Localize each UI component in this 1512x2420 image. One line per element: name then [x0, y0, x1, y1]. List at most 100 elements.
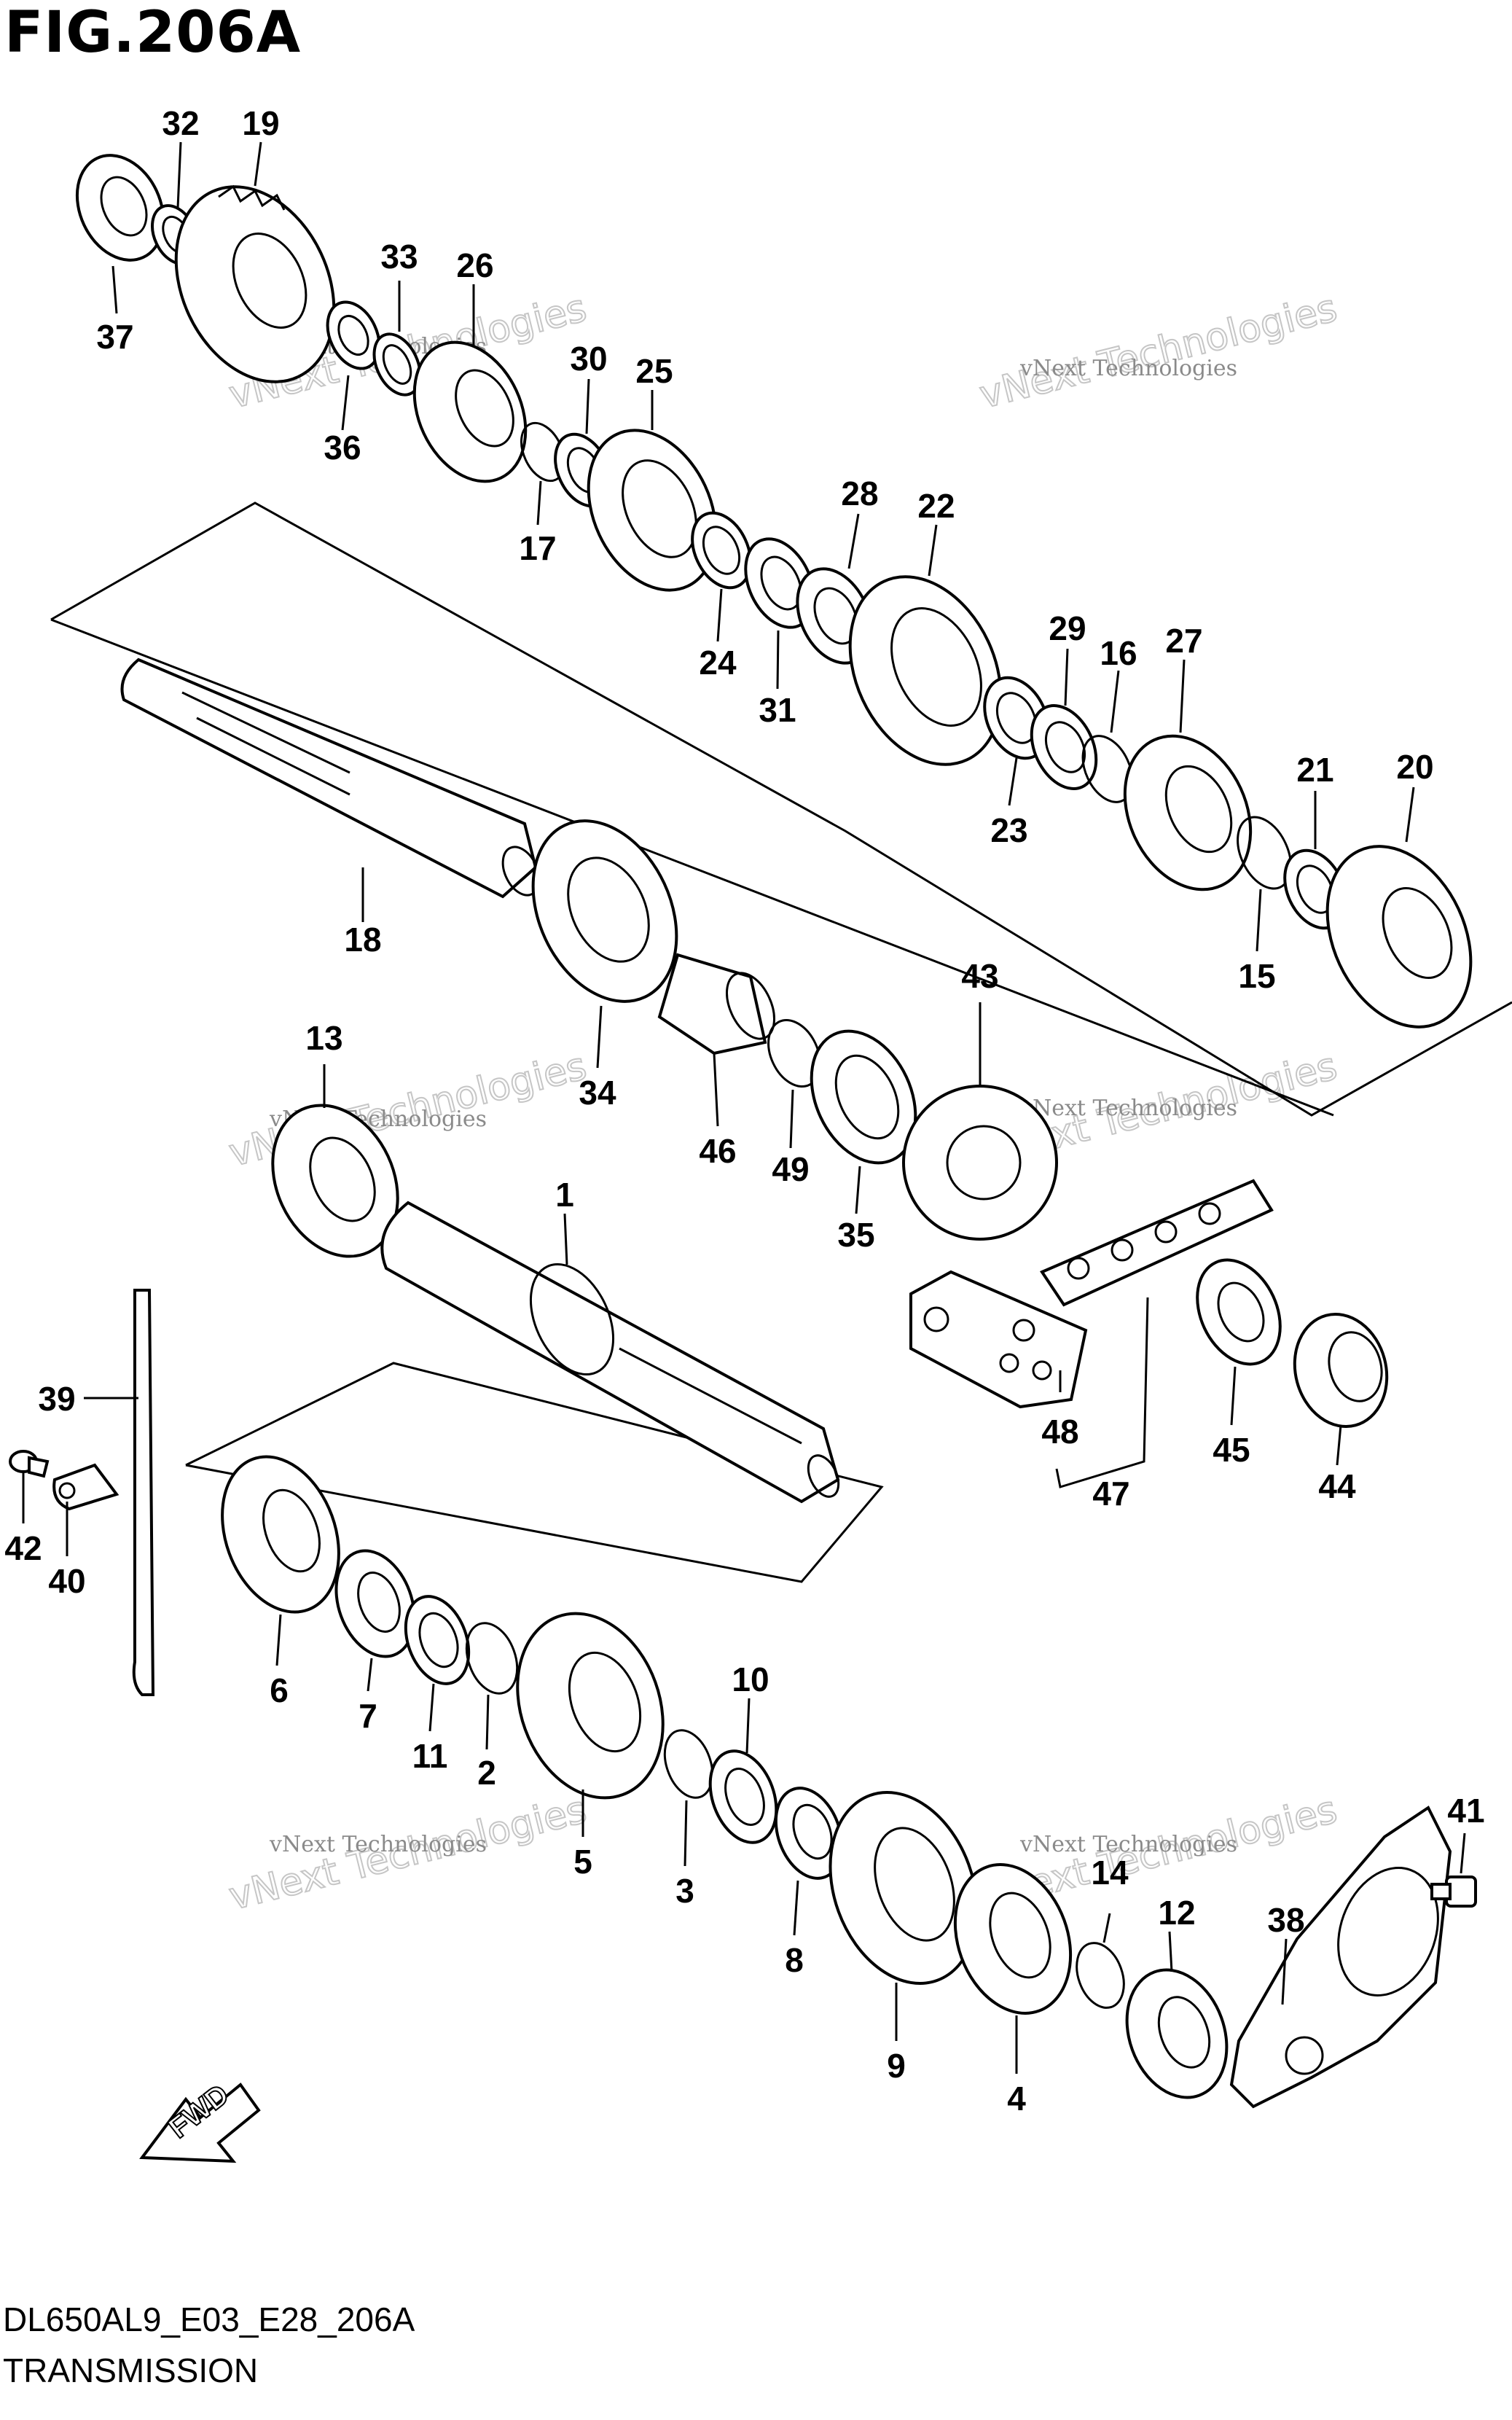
callout-40: 40: [48, 1562, 85, 1600]
callout-2: 2: [477, 1754, 496, 1792]
part-5-gear: [516, 1612, 665, 1800]
callout-29: 29: [1049, 609, 1086, 647]
callout-31: 31: [759, 691, 796, 729]
watermarks: vNext Technologies vNext Technologies vN…: [224, 286, 1342, 1920]
callout-34: 34: [579, 1074, 616, 1112]
part-18-countershaft: [120, 657, 541, 899]
callout-13: 13: [305, 1019, 342, 1057]
callout-36: 36: [324, 429, 361, 467]
part-38-bracket: [1229, 1806, 1452, 2109]
part-19-gear: [174, 184, 336, 383]
callout-16: 16: [1100, 634, 1137, 672]
callout-23: 23: [990, 811, 1027, 849]
figure-title: FIG.206A: [4, 0, 302, 66]
callout-12: 12: [1158, 1894, 1195, 1932]
callout-5: 5: [573, 1843, 592, 1881]
callout-21: 21: [1296, 751, 1333, 789]
part-9-gear: [829, 1791, 979, 1985]
callout-17: 17: [519, 529, 556, 567]
part-43-sprocket: [902, 1085, 1058, 1241]
part-33-washer: [372, 332, 422, 397]
callout-39: 39: [38, 1380, 75, 1418]
part-44-bearing: [1293, 1312, 1389, 1429]
diagram-name: TRANSMISSION: [3, 2351, 259, 2389]
watermark-small: vNext Technologies: [1019, 1096, 1237, 1121]
callout-15: 15: [1238, 957, 1275, 995]
part-26-gear: [412, 340, 528, 483]
callout-14: 14: [1091, 1854, 1129, 1892]
callout-35: 35: [837, 1216, 874, 1254]
part-12-bearing: [1125, 1968, 1229, 2099]
callout-33: 33: [380, 238, 418, 276]
callout-47: 47: [1092, 1475, 1129, 1512]
part-8-bushing: [774, 1787, 844, 1880]
part-25-gear: [587, 429, 718, 592]
part-16-circlip: [1081, 735, 1134, 803]
part-41-bolt: [1430, 1876, 1477, 1908]
callout-25: 25: [635, 352, 673, 390]
part-37-bearing: [75, 154, 165, 262]
part-22-gear: [848, 575, 1003, 766]
callout-43: 43: [961, 957, 998, 995]
callout-18: 18: [344, 921, 381, 959]
callouts: 32 19 37 33 26 36 30 25 17 28 22 24 31 2…: [4, 104, 1484, 2118]
part-36-needle-bearing: [326, 300, 381, 370]
part-40-plate: [52, 1463, 120, 1511]
callout-26: 26: [456, 246, 493, 284]
callout-6: 6: [270, 1671, 289, 1709]
part-27-gear: [1123, 734, 1253, 891]
callout-27: 27: [1165, 622, 1202, 660]
callout-48: 48: [1041, 1413, 1078, 1451]
callout-9: 9: [887, 2047, 906, 2085]
callout-37: 37: [96, 318, 133, 356]
part-29-washer: [1030, 704, 1098, 790]
callout-30: 30: [570, 340, 607, 378]
part-1-driveshaft: [380, 1201, 840, 1504]
watermark-big: vNext Technologies: [976, 286, 1341, 418]
callout-41: 41: [1447, 1792, 1484, 1830]
part-4-gear: [953, 1863, 1073, 2015]
callout-24: 24: [699, 644, 737, 682]
callout-1: 1: [555, 1176, 574, 1214]
part-48-joint-kit: [909, 1270, 1088, 1409]
part-11-washer: [404, 1595, 471, 1685]
part-10-washer: [708, 1749, 778, 1844]
callout-42: 42: [4, 1529, 42, 1567]
part-2-circlip: [465, 1622, 519, 1695]
part-7-bushing: [334, 1549, 416, 1658]
callout-22: 22: [917, 487, 955, 525]
callout-4: 4: [1007, 2080, 1026, 2118]
callout-20: 20: [1396, 748, 1433, 786]
part-24-bushing: [691, 511, 752, 590]
part-13-bearing: [271, 1104, 399, 1258]
callout-46: 46: [699, 1132, 736, 1170]
callout-11: 11: [412, 1737, 448, 1775]
callout-38: 38: [1267, 1901, 1304, 1939]
part-3-circlip: [663, 1729, 714, 1799]
callout-7: 7: [359, 1697, 377, 1735]
callout-49: 49: [772, 1150, 809, 1188]
callout-32: 32: [162, 104, 199, 142]
driveshaft-group-frame: [185, 1362, 884, 1583]
part-35-oil-seal: [810, 1029, 917, 1165]
callout-19: 19: [242, 104, 279, 142]
callout-28: 28: [841, 475, 878, 512]
watermark-small: vNext Technologies: [269, 1832, 487, 1857]
callout-10: 10: [732, 1660, 769, 1698]
diagram-code: DL650AL9_E03_E28_206A: [3, 2300, 415, 2338]
part-20-gear: [1325, 845, 1473, 1028]
callout-45: 45: [1213, 1431, 1250, 1469]
part-15-circlip: [1237, 816, 1292, 890]
part-39-rod: [132, 1289, 155, 1696]
part-14-circlip: [1076, 1942, 1125, 2009]
leader-lines: [22, 141, 1466, 2074]
countershaft-group-frame: [50, 501, 1512, 1117]
callout-8: 8: [785, 1941, 804, 1979]
watermark-small: vNext Technologies: [1019, 1832, 1237, 1857]
part-47-chain: [1040, 1179, 1274, 1307]
watermark-small: vNext Technologies: [1019, 356, 1237, 381]
callout-3: 3: [675, 1872, 694, 1910]
part-42-bolt: [9, 1450, 50, 1478]
part-46-spacer: [657, 953, 775, 1055]
